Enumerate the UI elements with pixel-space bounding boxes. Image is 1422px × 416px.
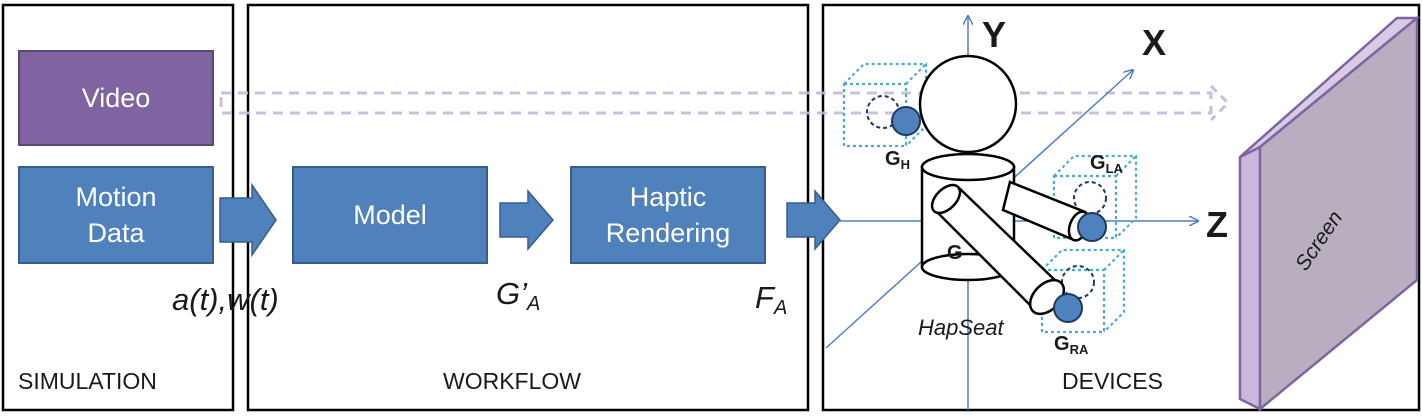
head-point-main: G (885, 148, 901, 170)
motion-signal-label: a(t),w(t) (172, 282, 279, 317)
right-arm-point-main: G (1054, 333, 1070, 355)
workflow-title: WORKFLOW (443, 368, 581, 394)
video-arrow (219, 84, 1231, 122)
motion-points (891, 106, 1107, 323)
model-output-main: G’ (496, 276, 527, 311)
axis-y-label: Y (982, 14, 1007, 55)
force-label: FA (755, 280, 787, 320)
right-arm-point-label: GRA (1054, 333, 1088, 357)
hapseat-figure (918, 54, 1091, 316)
right-arm-point-sub: RA (1069, 342, 1089, 357)
model-label: Model (353, 200, 427, 230)
model-box: Model (292, 166, 488, 264)
axis-x-label: X (1142, 22, 1167, 63)
model-output-sub: A (527, 293, 541, 315)
arrow-haptic-to-devices (786, 188, 841, 252)
arrow-motion-to-model (219, 182, 277, 258)
left-arm-point-label: GLA (1090, 152, 1123, 176)
haptic-label-line2: Rendering (605, 218, 731, 248)
model-output-label: G’A (496, 276, 540, 316)
motion-label-line2: Data (87, 218, 145, 248)
left-arm-point (1077, 212, 1107, 242)
center-point-label: G (947, 242, 963, 264)
head-circle (918, 54, 1018, 154)
video-label: Video (81, 83, 151, 113)
torso-top (920, 152, 1016, 182)
head-point (891, 106, 921, 136)
motion-data-box: Motion Data (18, 166, 214, 264)
force-main: F (755, 280, 774, 315)
arrow-model-to-haptic (499, 188, 554, 252)
force-sub: A (773, 297, 788, 319)
head-point-sub: H (900, 157, 910, 172)
haptic-rendering-box: Haptic Rendering (570, 166, 766, 264)
video-box: Video (18, 50, 214, 146)
left-arm-point-sub: LA (1105, 161, 1123, 176)
devices-title: DEVICES (1062, 368, 1163, 394)
right-arm-point (1053, 293, 1083, 323)
left-arm-point-main: G (1090, 152, 1106, 174)
axis-z-label: Z (1206, 204, 1228, 245)
hapseat-label: HapSeat (918, 315, 1004, 340)
head-point-label: GH (885, 148, 910, 172)
haptic-label-line1: Haptic (629, 182, 707, 212)
simulation-title: SIMULATION (18, 368, 157, 394)
motion-label-line1: Motion (75, 182, 157, 212)
screen-graphic (1238, 15, 1421, 412)
